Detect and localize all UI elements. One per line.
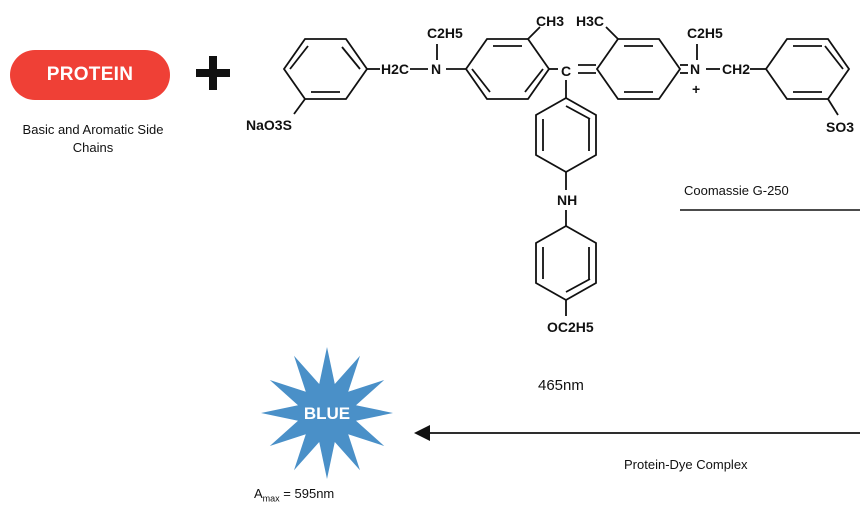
label-charge: +	[692, 81, 700, 97]
ring-middle	[535, 96, 597, 174]
dye-name-label: Coomassie G-250	[684, 183, 789, 198]
label-methylene-right: CH2	[722, 61, 750, 77]
arrowhead-icon	[414, 425, 430, 441]
label-sulfonate-left: NaO3S	[246, 117, 292, 133]
label-ch3-left: CH3	[536, 13, 564, 29]
amax-sub: max	[262, 493, 280, 504]
ring-ethoxyphenyl	[535, 224, 597, 302]
atom-labels: NaO3S H2C N C2H5 CH3 C H3C N + C2H5 CH2 …	[246, 13, 854, 335]
label-ch3-right: H3C	[576, 13, 604, 29]
ring-aminophenyl-left	[464, 38, 551, 100]
complex-name-label: Protein-Dye Complex	[624, 457, 748, 472]
protein-caption: Basic and Aromatic Side Chains	[22, 122, 164, 155]
label-ethyl-right: C2H5	[687, 25, 723, 41]
blue-starburst-icon	[261, 347, 393, 479]
burst-label: BLUE	[303, 404, 351, 423]
label-amine: NH	[557, 192, 577, 208]
dye-wavelength-label: 465nm	[538, 377, 584, 394]
ring-quinoid-right	[595, 38, 682, 100]
label-sulfonate-right: SO3	[826, 119, 854, 135]
dye-structure	[282, 26, 851, 316]
label-ethoxy: OC2H5	[547, 319, 594, 335]
protein-badge: PROTEIN	[10, 50, 170, 100]
protein-badge-label: PROTEIN	[46, 64, 134, 85]
amax-label: Amax = 595nm	[254, 486, 334, 504]
label-central-carbon: C	[561, 63, 571, 79]
label-ethyl-left: C2H5	[427, 25, 463, 41]
label-methylene-left: H2C	[381, 61, 409, 77]
plus-icon	[196, 56, 230, 90]
amax-suffix: = 595nm	[279, 486, 335, 501]
amax-prefix: A	[254, 486, 263, 501]
ring-benzyl-left	[282, 38, 369, 100]
label-nitrogen-right: N	[690, 61, 700, 77]
label-nitrogen-left: N	[431, 61, 441, 77]
ring-benzyl-right	[764, 38, 851, 100]
